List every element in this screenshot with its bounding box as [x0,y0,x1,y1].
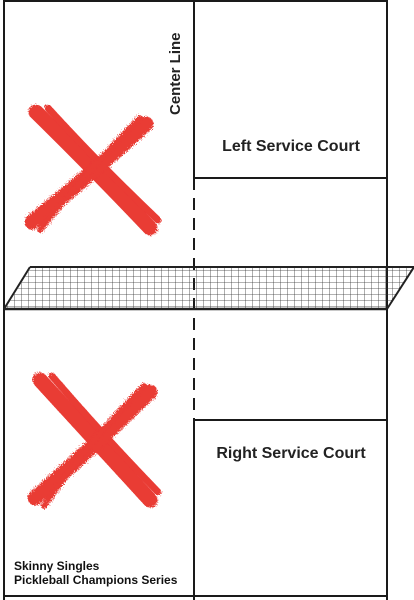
right-service-court-label: Right Service Court [216,445,366,462]
credit-title: Skinny Singles [14,559,100,573]
center-line-label: Center Line [167,32,184,115]
x-mark-icon [27,372,162,509]
net-right-post [386,266,414,310]
credit-subtitle: Pickleball Champions Series [14,573,178,587]
net [3,266,414,311]
net-mesh [4,267,414,308]
net-left-post [3,266,31,310]
left-service-court-label: Left Service Court [222,138,360,155]
x-mark-icon [24,104,162,236]
